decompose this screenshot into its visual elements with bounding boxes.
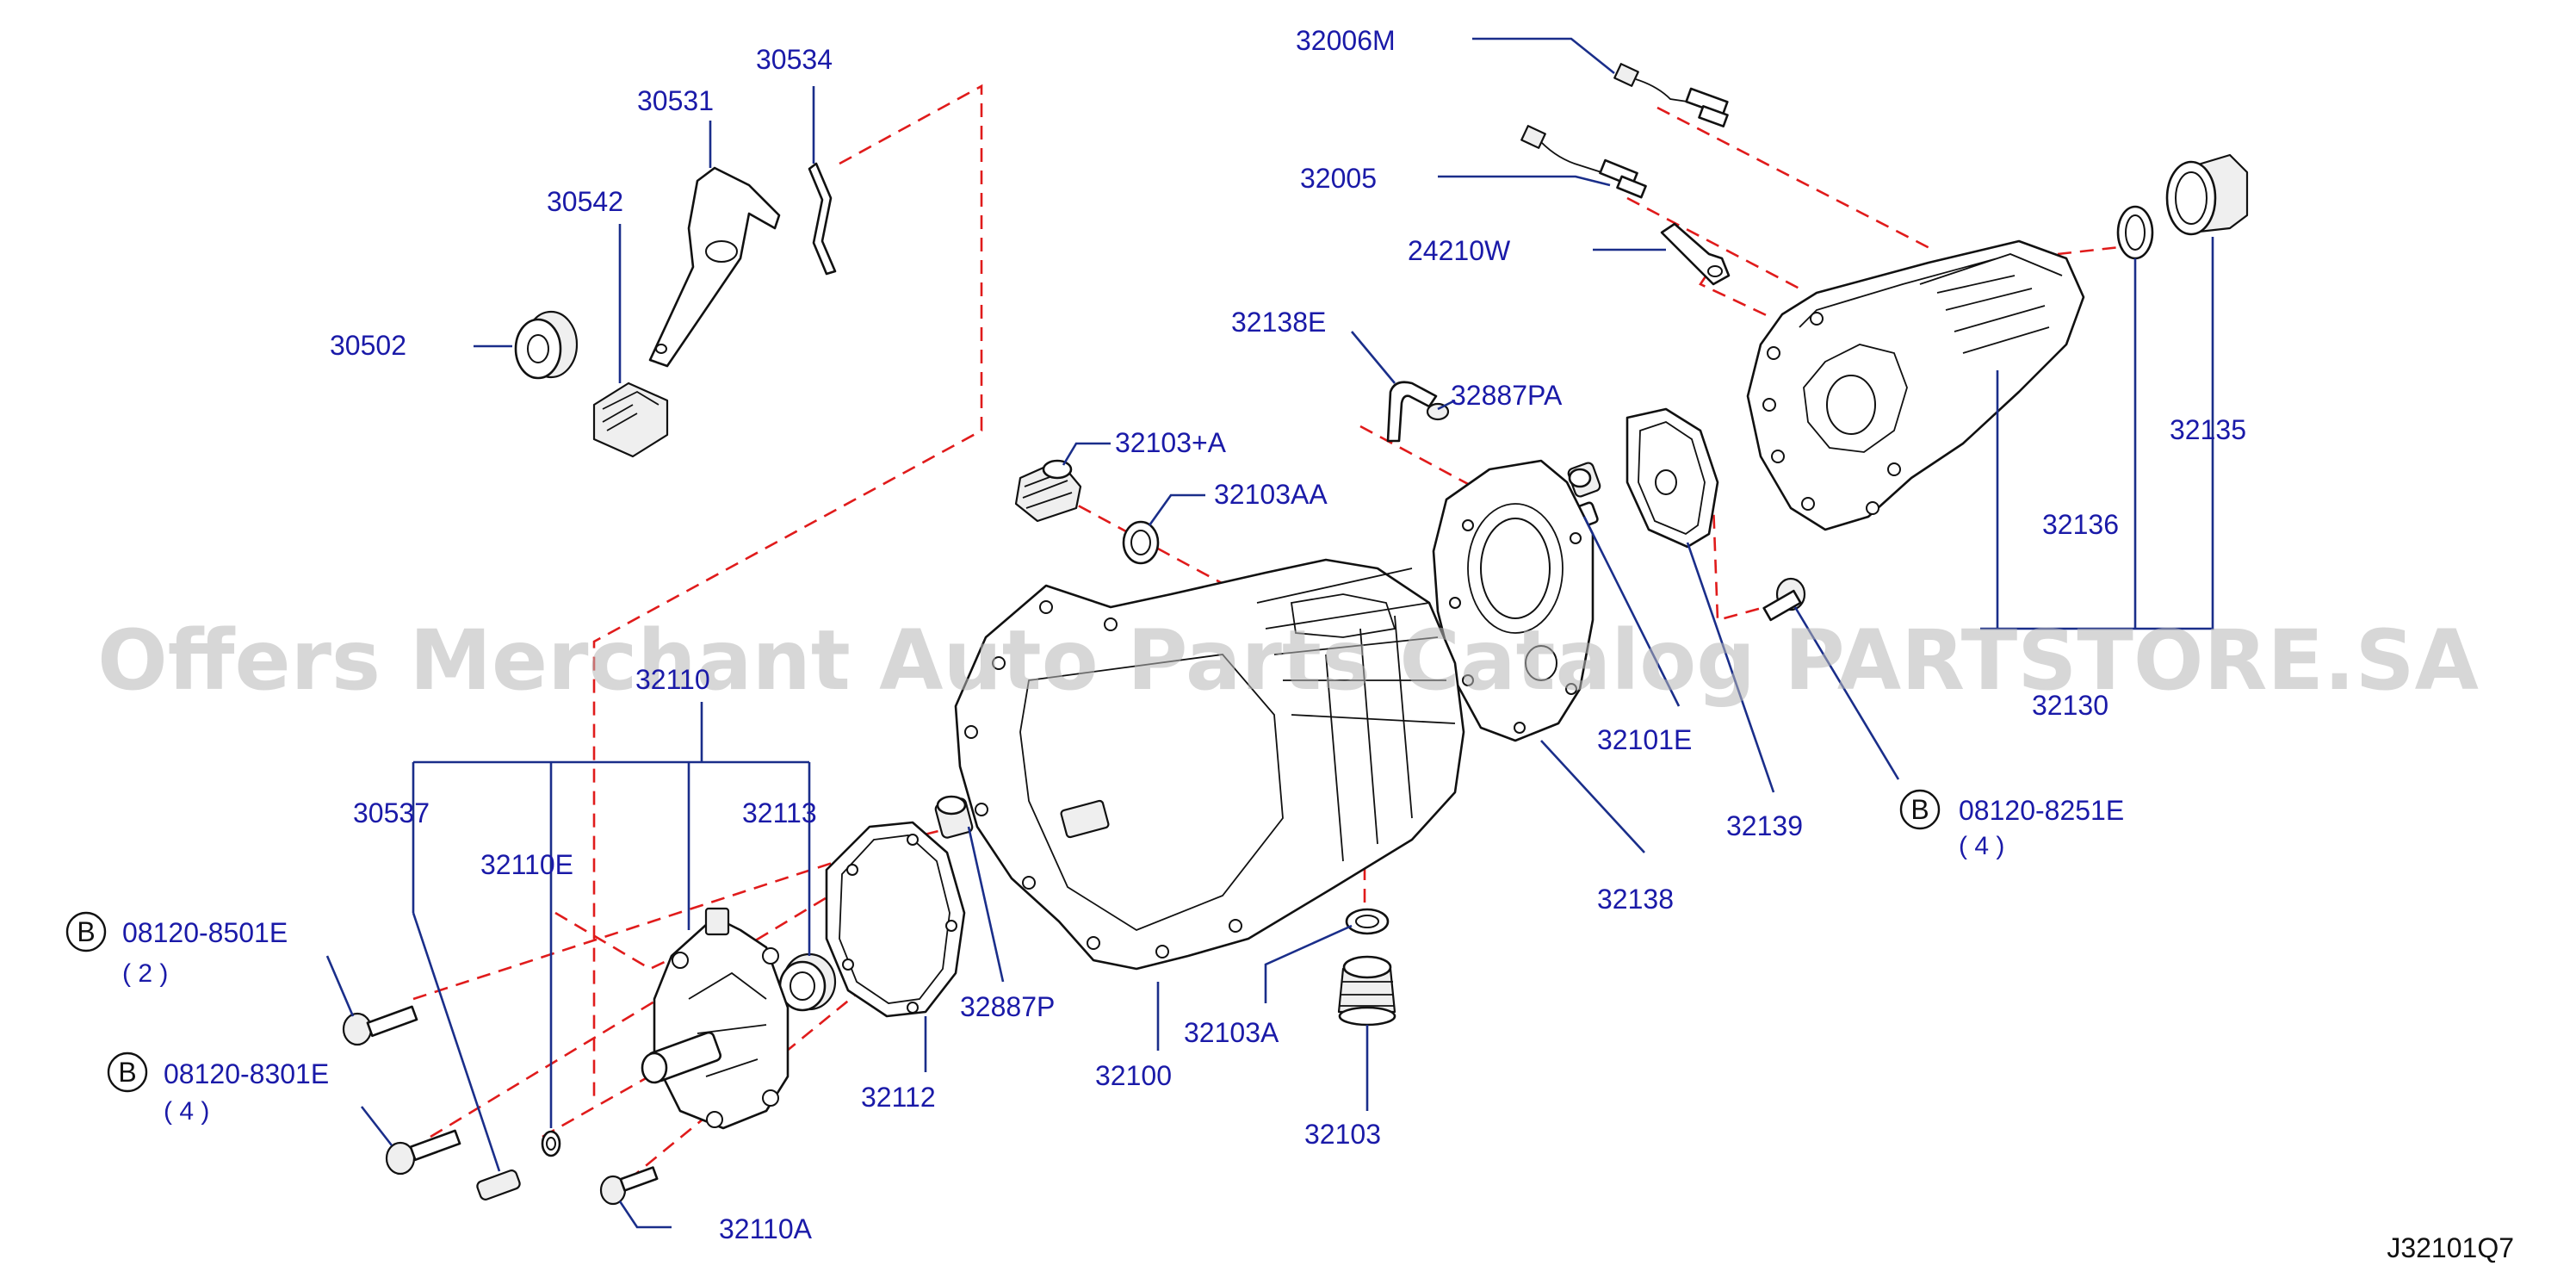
label-30537[interactable]: 30537 — [353, 797, 430, 828]
label-32887P[interactable]: 32887P — [960, 991, 1055, 1022]
label-32113[interactable]: 32113 — [742, 797, 817, 828]
b-marker-letter: B — [118, 1057, 136, 1088]
bolt-part-number: 08120-8251E — [1959, 795, 2124, 826]
watermark-text: Offers Merchant Auto Parts Catalog PARTS… — [97, 612, 2479, 709]
label-32887PA[interactable]: 32887PA — [1451, 380, 1563, 411]
label-32135[interactable]: 32135 — [2170, 414, 2246, 445]
label-32112[interactable]: 32112 — [861, 1082, 936, 1113]
bolt-part-number: 08120-8301E — [164, 1058, 329, 1089]
bolt-quantity: ( 4 ) — [164, 1097, 209, 1126]
bolt-quantity: ( 4 ) — [1959, 832, 2004, 860]
adapter-plate-32138-drawing — [1432, 459, 1595, 742]
extension-housing-32130-drawing — [1746, 239, 2085, 531]
label-30534[interactable]: 30534 — [756, 44, 833, 75]
label-32100[interactable]: 32100 — [1095, 1060, 1172, 1091]
bolt-callout-08120-8501E[interactable]: B 08120-8501E ( 2 ) — [65, 911, 288, 988]
gasket-32112-drawing — [825, 821, 966, 1018]
label-30502[interactable]: 30502 — [330, 330, 406, 361]
bolt-callout-08120-8251E[interactable]: B 08120-8251E ( 4 ) — [1899, 789, 2124, 860]
b-marker-letter: B — [77, 916, 95, 947]
bolt-32110A-drawing — [599, 1166, 659, 1206]
bolt-08120-8301E-drawing — [385, 1129, 461, 1176]
b-marker-icon — [1899, 789, 1941, 830]
dowel-32101E-drawing — [1567, 462, 1601, 527]
label-32103[interactable]: 32103 — [1304, 1119, 1381, 1150]
clip-30534-drawing — [808, 162, 837, 276]
boot-30542-drawing — [592, 382, 669, 458]
front-cover-32110-drawing — [641, 907, 790, 1130]
oil-seal-32113-drawing — [778, 952, 837, 1012]
b-marker-letter: B — [1910, 794, 1929, 825]
label-32138E[interactable]: 32138E — [1231, 307, 1326, 338]
pin-30537-drawing — [476, 1169, 521, 1200]
b-marker-icon — [107, 1052, 148, 1093]
label-32005[interactable]: 32005 — [1300, 163, 1377, 194]
label-32103pA[interactable]: 32103+A — [1115, 427, 1227, 458]
sensor-32005-drawing — [1520, 125, 1647, 199]
label-32110A[interactable]: 32110A — [719, 1213, 813, 1244]
label-32103A[interactable]: 32103A — [1184, 1017, 1279, 1048]
part-number-labels: 32006M 32005 24210W 32138E 32887PA 32103… — [330, 25, 2246, 1244]
bolt-quantity: ( 2 ) — [122, 959, 168, 988]
label-32130[interactable]: 32130 — [2032, 690, 2108, 721]
plug-32103-drawing — [1337, 955, 1396, 1027]
label-32110E[interactable]: 32110E — [480, 849, 573, 880]
label-30531[interactable]: 30531 — [637, 85, 714, 116]
label-32110[interactable]: 32110 — [635, 664, 710, 695]
label-32138[interactable]: 32138 — [1597, 884, 1674, 915]
diagram-code: J32101Q7 — [2387, 1232, 2514, 1263]
b-marker-icon — [65, 911, 107, 952]
washer-32103AA-drawing — [1122, 520, 1160, 565]
label-32103AA[interactable]: 32103AA — [1214, 479, 1328, 510]
label-30542[interactable]: 30542 — [547, 186, 623, 217]
transmission-case-32100-drawing — [954, 558, 1465, 971]
bolt-part-number: 08120-8501E — [122, 917, 288, 948]
washer-32110E-drawing — [541, 1130, 561, 1157]
label-24210W[interactable]: 24210W — [1408, 235, 1511, 266]
leader-lines — [325, 37, 2214, 1229]
gasket-32139-drawing — [1625, 407, 1719, 549]
sensor-32006M-drawing — [1613, 63, 1729, 128]
bracket-24210W-drawing — [1660, 222, 1731, 286]
label-32139[interactable]: 32139 — [1726, 810, 1803, 841]
drain-plug-32103pA-drawing — [1014, 459, 1082, 523]
label-32101E[interactable]: 32101E — [1597, 724, 1692, 755]
breather-tube-32138E-drawing — [1386, 381, 1450, 443]
bolt-08120-8501E-drawing — [342, 1005, 418, 1046]
washer-32103A-drawing — [1345, 908, 1390, 935]
bolt-callout-08120-8301E[interactable]: B 08120-8301E ( 4 ) — [107, 1052, 329, 1126]
withdrawal-lever-30531-drawing — [648, 166, 781, 368]
snap-ring-32136-drawing — [2116, 205, 2154, 260]
release-bearing-30502-drawing — [514, 310, 579, 380]
dowel-32887P-drawing — [934, 795, 974, 839]
bolt-08120-8251E-drawing — [1762, 577, 1806, 622]
label-32006M[interactable]: 32006M — [1296, 25, 1396, 56]
label-32136[interactable]: 32136 — [2042, 509, 2119, 540]
oil-seal-32135-drawing — [2165, 153, 2249, 236]
